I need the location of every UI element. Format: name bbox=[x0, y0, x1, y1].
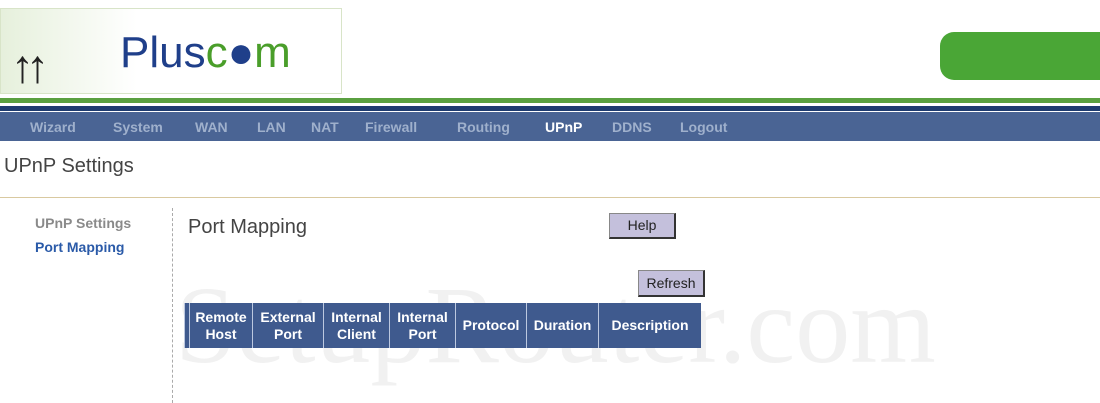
nav-ddns[interactable]: DDNS bbox=[612, 119, 652, 135]
table-header-spacer bbox=[184, 303, 190, 348]
divider bbox=[0, 98, 1100, 103]
nav-routing[interactable]: Routing bbox=[457, 119, 510, 135]
divider bbox=[172, 208, 173, 403]
help-button[interactable]: Help bbox=[609, 213, 676, 239]
refresh-button[interactable]: Refresh bbox=[638, 270, 705, 297]
divider bbox=[0, 197, 1100, 198]
sidebar-item-upnp-settings[interactable]: UPnP Settings bbox=[35, 215, 132, 231]
nav-wizard[interactable]: Wizard bbox=[30, 119, 76, 135]
logo: ↑↑ bbox=[0, 8, 342, 94]
header-protocol: Protocol bbox=[455, 303, 527, 348]
sidebar-item-port-mapping[interactable]: Port Mapping bbox=[35, 239, 125, 255]
nav-firewall[interactable]: Firewall bbox=[365, 119, 418, 135]
nav-logout[interactable]: Logout bbox=[680, 119, 728, 135]
arrows-icon: ↑↑ bbox=[11, 40, 49, 92]
main-nav: Wizard System WAN LAN NAT Firewall Routi… bbox=[0, 112, 1100, 141]
brand-logo: Plusc●m bbox=[120, 28, 291, 77]
header-description: Description bbox=[598, 303, 701, 348]
nav-wan[interactable]: WAN bbox=[195, 119, 228, 135]
nav-lan[interactable]: LAN bbox=[257, 119, 286, 135]
nav-system[interactable]: System bbox=[113, 119, 163, 135]
nav-nat[interactable]: NAT bbox=[311, 119, 339, 135]
header-duration: Duration bbox=[526, 303, 599, 348]
divider bbox=[0, 106, 1100, 111]
section-title: Port Mapping bbox=[188, 216, 307, 238]
header-accent bbox=[940, 32, 1100, 80]
page-title: UPnP Settings bbox=[4, 155, 134, 177]
nav-upnp[interactable]: UPnP bbox=[545, 119, 583, 135]
